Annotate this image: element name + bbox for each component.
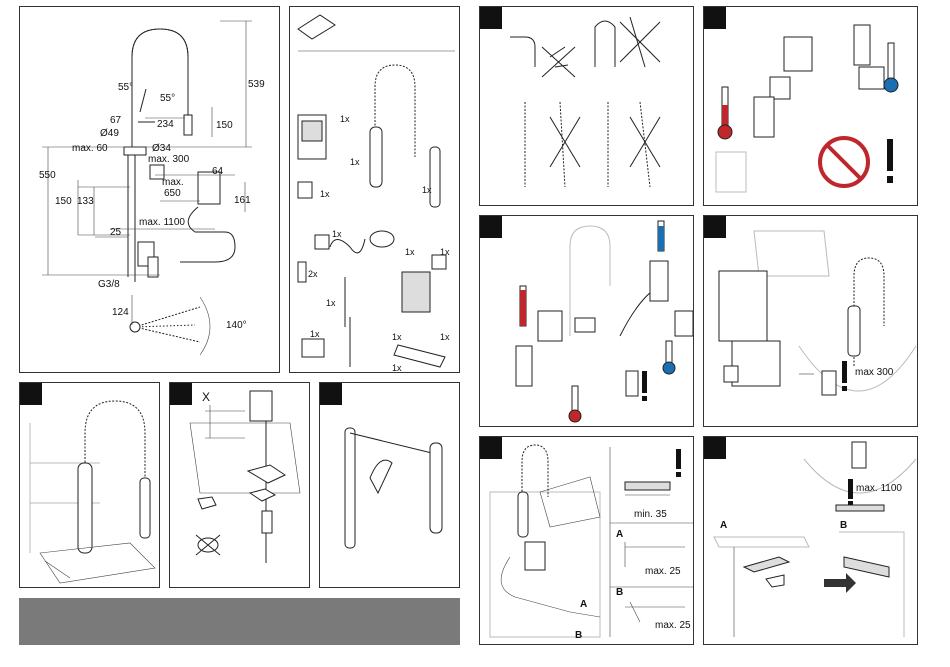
x-measure-drawing [170, 383, 310, 588]
dim-angle-55-left: 55° [118, 82, 133, 93]
qty-7: 2x [308, 269, 318, 280]
dimension-drawing [20, 7, 280, 373]
dim-150-top: 150 [216, 120, 233, 131]
spout-view-drawing [320, 383, 460, 588]
dim-64: 64 [212, 166, 223, 177]
dim-max-300: max. 300 [148, 154, 189, 165]
dim-550: 550 [39, 170, 56, 181]
qty-1: 1x [340, 114, 350, 125]
hose-check-drawing [480, 7, 694, 206]
cabinet-layout-drawing [480, 437, 694, 645]
cabinet-label-a: A [616, 529, 623, 540]
qty-11: 1x [392, 332, 402, 343]
dim-thread: G3/8 [98, 279, 120, 290]
step-panel-spout-view [319, 382, 460, 588]
dim-max-1100: max. 1100 [139, 217, 185, 228]
cabinet-floor-label-a: A [580, 599, 587, 610]
faucet-mounted-drawing [20, 383, 160, 588]
cabinet-label-b: B [616, 587, 623, 598]
cabinet-min-35: min. 35 [634, 509, 667, 520]
dim-angle-55-right: 55° [160, 93, 175, 104]
qty-5: 1x [332, 229, 342, 240]
bracket-label-b: B [840, 520, 847, 531]
hose-connect-drawing [480, 216, 694, 427]
dim-67: 67 [110, 115, 121, 126]
dim-diameter-49: Ø49 [100, 128, 119, 139]
step-panel-valves-flush [703, 6, 918, 206]
step-panel-hose-connect [479, 215, 694, 427]
qty-3: 1x [320, 189, 330, 200]
dim-161: 161 [234, 195, 251, 206]
qty-9: 1x [440, 247, 450, 258]
step-panel-bracket-mount: max. 1100 A B [703, 436, 918, 645]
qty-2: 1x [350, 157, 360, 168]
footer-bar [19, 598, 460, 645]
parts-drawing [290, 7, 460, 373]
dim-angle-140: 140° [226, 320, 247, 331]
step-panel-hose-check [479, 6, 694, 206]
qty-4: 1x [422, 185, 432, 196]
cabinet-max-25-b: max. 25 [655, 620, 691, 631]
dim-max-60: max. 60 [72, 143, 108, 154]
step-panel-box-mount: max 300 [703, 215, 918, 427]
dim-25: 25 [110, 227, 121, 238]
dim-124: 124 [112, 307, 129, 318]
qty-12: 1x [440, 332, 450, 343]
dim-max-label: max. [162, 177, 184, 188]
step-panel-x-measure: X [169, 382, 310, 588]
qty-10: 1x [310, 329, 320, 340]
dim-133: 133 [77, 196, 94, 207]
dim-650: 650 [164, 188, 181, 199]
cabinet-floor-label-b: B [575, 630, 582, 641]
bracket-label-a: A [720, 520, 727, 531]
bracket-max-1100: max. 1100 [856, 483, 902, 494]
dim-539: 539 [248, 79, 265, 90]
step-panel-faucet-mounted [19, 382, 160, 588]
dim-150: 150 [55, 196, 72, 207]
scope-of-delivery-panel: 1x 1x 1x 1x 1x 1x 2x 1x 1x 1x 1x 1x 1x [289, 6, 460, 373]
box-mount-drawing [704, 216, 918, 427]
x-dimension-label: X [202, 392, 210, 403]
bracket-mount-drawing [704, 437, 918, 645]
qty-6: 1x [405, 247, 415, 258]
qty-13: 1x [392, 363, 402, 373]
cabinet-max-25-a: max. 25 [645, 566, 681, 577]
qty-8: 1x [326, 298, 336, 309]
valves-flush-drawing [704, 7, 918, 206]
box-mount-max-300: max 300 [855, 367, 893, 378]
dimensions-panel: 539 55° 55° 67 234 150 Ø49 max. 60 Ø34 m… [19, 6, 280, 373]
dim-diameter-34: Ø34 [152, 143, 171, 154]
step-panel-cabinet-layout: min. 35 A max. 25 B max. 25 A B [479, 436, 694, 645]
dim-234: 234 [157, 119, 174, 130]
